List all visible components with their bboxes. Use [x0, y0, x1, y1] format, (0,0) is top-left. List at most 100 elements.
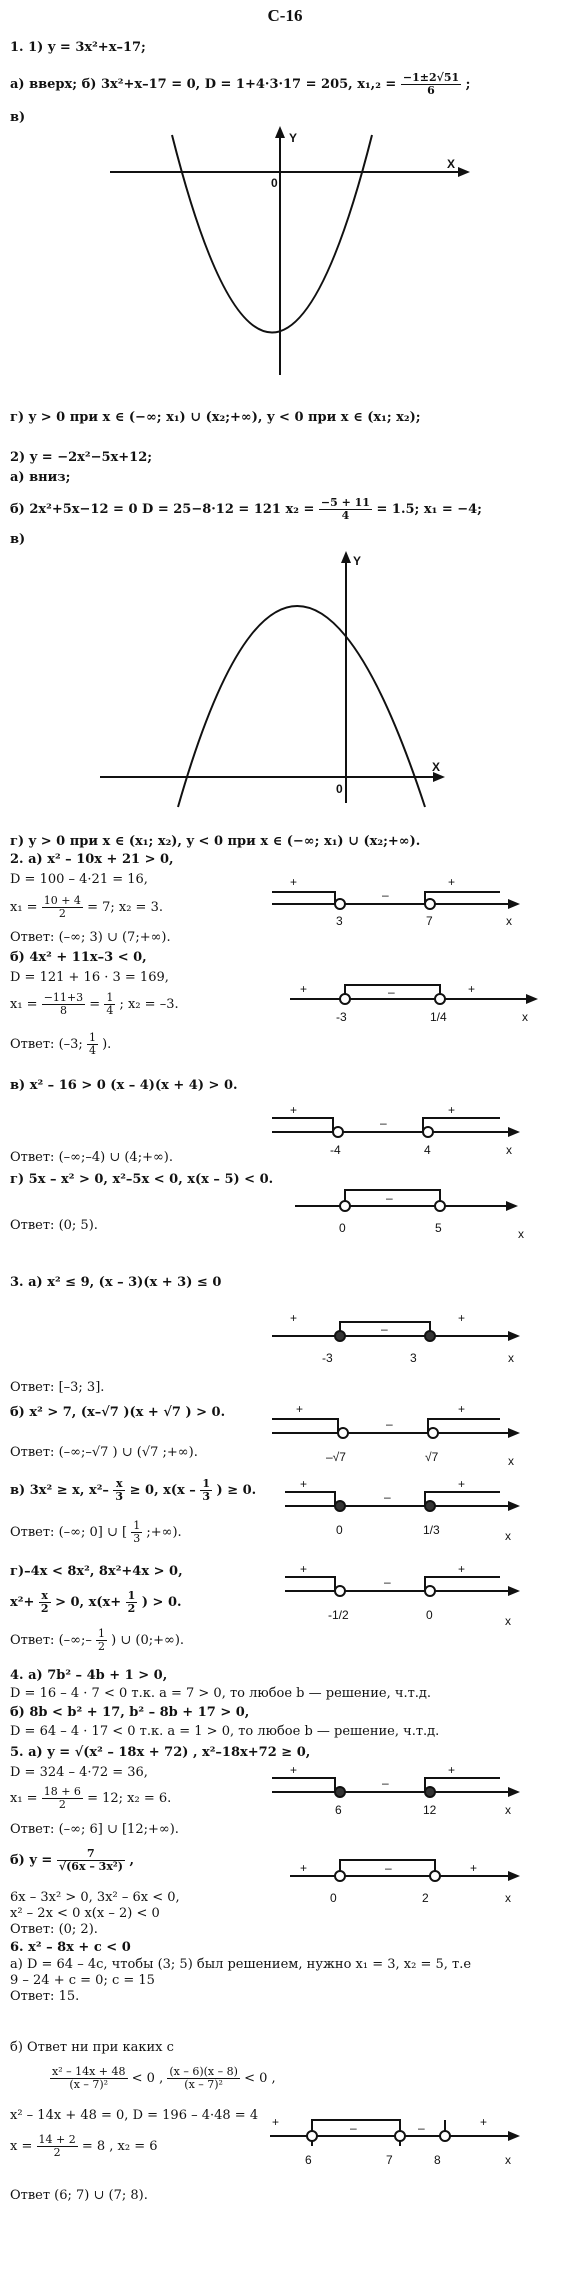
number-line-2v: + – + -4 4 x — [272, 1103, 520, 1157]
svg-text:+: + — [480, 2115, 487, 2129]
svg-text:-3: -3 — [322, 1351, 333, 1365]
svg-text:–: – — [381, 1322, 388, 1336]
origin-label: 0 — [336, 782, 343, 796]
svg-text:+: + — [290, 1763, 297, 1777]
problem-5b-answer: Ответ: (0; 2). — [10, 1922, 98, 1937]
number-line-2a: + – + 3 7 x — [272, 875, 520, 928]
svg-text:3: 3 — [336, 914, 343, 928]
problem-1-1-g: г) y > 0 при x ∈ (−∞; x₁) ∪ (x₂;+∞), y <… — [10, 410, 421, 425]
problem-2b: б) 4x² + 11x–3 < 0, — [10, 950, 147, 965]
problem-2a-answer: Ответ: (–∞; 3) ∪ (7;+∞). — [10, 930, 171, 945]
problem-4a-d: D = 16 – 4 · 7 < 0 т.к. a = 7 > 0, то лю… — [10, 1686, 432, 1701]
problem-1-2-b: б) 2x²+5x−12 = 0 D = 25−8·12 = 121 x₂ = … — [10, 496, 482, 522]
svg-text:x: x — [505, 2153, 511, 2167]
svg-text:+: + — [296, 1402, 303, 1416]
svg-text:x: x — [505, 1614, 511, 1628]
problem-6: 6. x² – 8x + c < 0 — [10, 1940, 131, 1955]
svg-text:–√7: –√7 — [326, 1450, 346, 1464]
number-line-3v: + – + 0 1/3 x — [285, 1477, 520, 1543]
svg-text:+: + — [448, 875, 455, 889]
problem-6b-d: x² – 14x + 48 = 0, D = 196 – 4·48 = 4 — [10, 2108, 259, 2123]
svg-text:√7: √7 — [425, 1450, 439, 1464]
svg-text:2: 2 — [422, 1891, 429, 1905]
problem-5b-2: x² – 2x < 0 x(x – 2) < 0 — [10, 1906, 160, 1921]
svg-text:1/3: 1/3 — [423, 1523, 440, 1537]
problem-6a: а) D = 64 – 4c, чтобы (3; 5) был решение… — [10, 1957, 472, 1972]
svg-text:12: 12 — [423, 1803, 437, 1817]
problem-4b: б) 8b < b² + 17, b² – 8b + 17 > 0, — [10, 1705, 250, 1720]
problem-2a: 2. а) x² – 10x + 21 > 0, — [10, 852, 174, 867]
problem-1-1-v: в) — [10, 110, 26, 125]
problem-3b: б) x² > 7, (x–√7 )(x + √7 ) > 0. — [10, 1405, 226, 1420]
problem-3a-answer: Ответ: [–3; 3]. — [10, 1380, 105, 1395]
svg-text:–: – — [384, 1490, 391, 1504]
problem-1-2: 2) y = −2x²−5x+12; — [10, 450, 153, 465]
svg-text:0: 0 — [339, 1221, 346, 1235]
svg-text:0: 0 — [330, 1891, 337, 1905]
problem-6a-2: 9 – 24 + c = 0; c = 15 — [10, 1973, 155, 1988]
number-line-5a: + – + 6 12 x — [272, 1763, 520, 1817]
problem-4a: 4. а) 7b² – 4b + 1 > 0, — [10, 1668, 168, 1683]
y-axis-arrow — [341, 551, 351, 563]
svg-text:x: x — [522, 1010, 528, 1024]
svg-text:+: + — [448, 1103, 455, 1117]
svg-text:+: + — [300, 1861, 307, 1875]
problem-5a-answer: Ответ: (–∞; 6] ∪ [12;+∞). — [10, 1822, 179, 1837]
svg-text:-4: -4 — [330, 1143, 341, 1157]
problem-3b-answer: Ответ: (–∞;–√7 ) ∪ (√7 ;+∞). — [10, 1445, 198, 1460]
problem-2b-d: D = 121 + 16 · 3 = 169, — [10, 970, 169, 985]
svg-text:+: + — [468, 982, 475, 996]
number-line-5b: + – + 0 2 x — [290, 1859, 520, 1905]
svg-text:–: – — [386, 1191, 393, 1205]
y-axis-label: Y — [289, 131, 297, 145]
svg-text:+: + — [458, 1402, 465, 1416]
svg-text:+: + — [300, 982, 307, 996]
svg-text:x: x — [505, 1803, 511, 1817]
page-title: С-16 — [267, 6, 303, 25]
parabola-curve — [171, 134, 373, 334]
svg-text:+: + — [448, 1763, 455, 1777]
problem-5b-1: 6x – 3x² > 0, 3x² – 6x < 0, — [10, 1890, 180, 1905]
problem-2g: г) 5x – x² > 0, x²–5x < 0, x(x – 5) < 0. — [10, 1172, 274, 1187]
problem-3g: г)–4x < 8x², 8x²+4x > 0, — [10, 1564, 183, 1579]
problem-2v-answer: Ответ: (–∞;–4) ∪ (4;+∞). — [10, 1150, 173, 1165]
svg-text:7: 7 — [426, 914, 433, 928]
y-axis-label: Y — [353, 554, 361, 568]
svg-text:–: – — [418, 2121, 425, 2135]
x-axis-arrow — [458, 167, 470, 177]
svg-text:x: x — [506, 1143, 512, 1157]
svg-text:x: x — [506, 914, 512, 928]
origin-label: 0 — [271, 176, 278, 190]
svg-text:-3: -3 — [336, 1010, 347, 1024]
problem-1-1-ab: а) вверх; б) 3x²+x–17 = 0, D = 1+4·3·17 … — [10, 71, 471, 97]
graph-parabola-up: Y X 0 — [110, 126, 470, 375]
problem-2a-d: D = 100 – 4·21 = 16, — [10, 872, 148, 887]
svg-text:+: + — [272, 2115, 279, 2129]
problem-6b-ineq: x² – 14x + 48(x – 7)² < 0 , (x – 6)(x – … — [50, 2065, 276, 2091]
number-line-3a: + – + -3 3 x — [272, 1311, 520, 1365]
svg-text:-1/2: -1/2 — [328, 1608, 349, 1622]
svg-text:–: – — [386, 1417, 393, 1431]
number-line-6b: + – – + 6 7 8 x — [270, 2115, 520, 2167]
problem-2v: в) x² – 16 > 0 (x – 4)(x + 4) > 0. — [10, 1078, 238, 1093]
graph-parabola-down: Y X 0 — [100, 551, 445, 808]
svg-text:–: – — [380, 1116, 387, 1130]
svg-text:0: 0 — [426, 1608, 433, 1622]
svg-text:+: + — [300, 1562, 307, 1576]
problem-6b-answer: Ответ (6; 7) ∪ (7; 8). — [10, 2188, 148, 2203]
problem-5a-d: D = 324 – 4·72 = 36, — [10, 1765, 148, 1780]
problem-4b-d: D = 64 – 4 · 17 < 0 т.к. a = 1 > 0, то л… — [10, 1724, 440, 1739]
problem-1-2-g: г) y > 0 при x ∈ (x₁; x₂), y < 0 при x ∈… — [10, 834, 421, 849]
svg-text:6: 6 — [305, 2153, 312, 2167]
x-axis-label: X — [432, 760, 440, 774]
problem-5a: 5. а) y = √(x² – 18x + 72) , x²–18x+72 ≥… — [10, 1745, 311, 1760]
svg-text:5: 5 — [435, 1221, 442, 1235]
svg-text:3: 3 — [410, 1351, 417, 1365]
svg-text:+: + — [290, 875, 297, 889]
